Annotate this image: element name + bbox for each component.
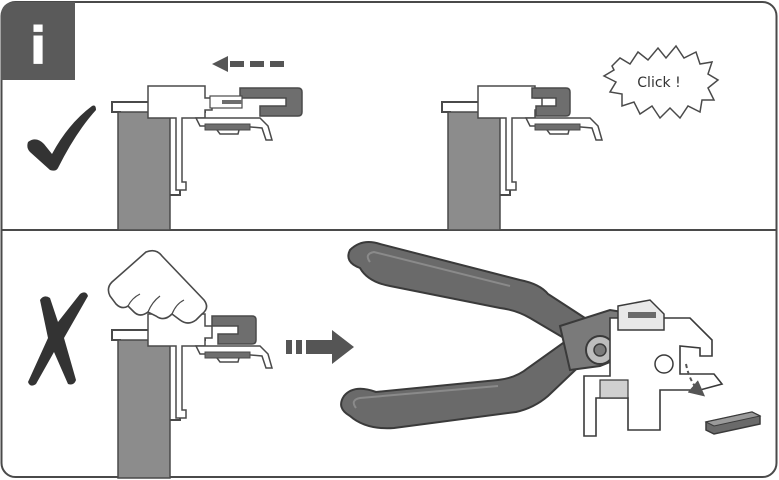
end-clip xyxy=(531,87,571,117)
wrong-assembly xyxy=(107,249,273,479)
post xyxy=(117,111,171,231)
step1-assembly xyxy=(111,56,303,231)
info-icon: i xyxy=(29,17,47,77)
end-clip xyxy=(211,315,257,345)
step2-assembly xyxy=(441,85,603,231)
panel-correct: Click ! xyxy=(27,44,720,231)
click-label: Click ! xyxy=(637,75,680,91)
cross-icon xyxy=(28,292,88,386)
removal-arrow xyxy=(685,363,706,397)
click-callout: Click ! xyxy=(602,44,720,120)
panel-incorrect xyxy=(28,241,762,479)
removed-clip xyxy=(704,411,762,435)
glider-part xyxy=(583,299,724,437)
finger-icon xyxy=(107,249,208,324)
post xyxy=(447,111,501,231)
next-step-arrow xyxy=(286,330,354,364)
info-badge: i xyxy=(1,2,75,80)
end-clip xyxy=(239,87,303,117)
checkmark-icon xyxy=(27,105,96,171)
slide-direction-arrow xyxy=(212,56,284,72)
post xyxy=(117,339,171,479)
